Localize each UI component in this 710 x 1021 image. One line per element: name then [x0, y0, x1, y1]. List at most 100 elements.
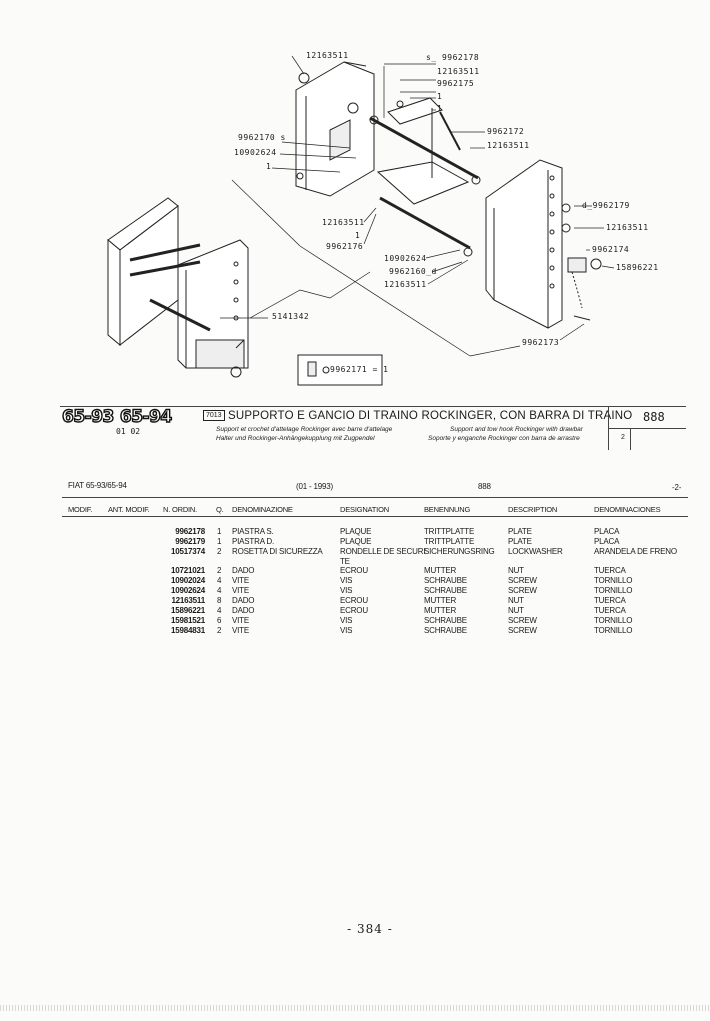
sheet-label: -2-: [672, 483, 682, 492]
name-fr: TE: [340, 557, 350, 566]
table-row: 15984831 2 VITE VIS SCHRAUBE SCREW TORNI…: [0, 626, 710, 636]
left-plate-illustration: [295, 61, 375, 197]
quantity: 4: [217, 606, 222, 615]
name-fr: PLAQUE: [340, 537, 372, 546]
callout-label: 9962170 s: [238, 133, 286, 142]
name-es: TUERCA: [594, 606, 626, 615]
name-en: PLATE: [508, 527, 532, 536]
subtitle-es: Soporte y enganche Rockinger con barra d…: [428, 435, 580, 442]
date-label: (01 - 1993): [296, 482, 333, 491]
quantity: 4: [217, 586, 222, 595]
name-de: SICHERUNGSRING: [424, 547, 495, 556]
callout-label: 1: [355, 231, 361, 240]
group-number: 888: [643, 410, 665, 424]
name-es: TORNILLO: [594, 576, 633, 585]
model-label: FIAT 65-93/65-94: [68, 481, 127, 490]
inset-kit-label: 9962171 = 1: [330, 365, 389, 374]
callout-label: 9962172: [487, 127, 525, 136]
name-en: PLATE: [508, 537, 532, 546]
callout-label: 10902624: [384, 254, 427, 263]
drawbar-bracket-illustration: [369, 97, 481, 257]
col-designation: DESIGNATION: [340, 505, 389, 514]
name-fr: VIS: [340, 616, 353, 625]
name-de: MUTTER: [424, 596, 457, 605]
quantity: 2: [217, 547, 222, 556]
name-en: NUT: [508, 596, 524, 605]
name-es: TUERCA: [594, 566, 626, 575]
callout-label: 12163511: [606, 223, 649, 232]
name-es: PLACA: [594, 537, 620, 546]
scan-artifact: [0, 1005, 710, 1011]
table-row: 15981521 6 VITE VIS SCHRAUBE SCREW TORNI…: [0, 616, 710, 626]
part-number: 10902624: [171, 586, 205, 595]
name-fr: ECROU: [340, 566, 368, 575]
subtitle-fr: Support et crochet d'attelage Rockinger …: [216, 426, 393, 433]
part-number: 9962179: [175, 537, 205, 546]
name-it: PIASTRA D.: [232, 537, 275, 546]
name-fr: RONDELLE DE SECURI: [340, 547, 426, 556]
part-number: 10517374: [171, 547, 205, 556]
name-it: VITE: [232, 576, 249, 585]
group-label: 888: [478, 482, 491, 491]
callout-label: 9962175: [437, 79, 475, 88]
col-benennung: BENENNUNG: [424, 505, 471, 514]
name-de: SCHRAUBE: [424, 576, 467, 585]
callout-label: 12163511: [322, 218, 365, 227]
col-q: Q.: [216, 505, 224, 514]
callout-label: 1: [437, 92, 443, 101]
quantity: 2: [217, 626, 222, 635]
quantity: 6: [217, 616, 222, 625]
name-de: TRITTPLATTE: [424, 527, 475, 536]
quantity: 8: [217, 596, 222, 605]
name-es: PLACA: [594, 527, 620, 536]
name-en: SCREW: [508, 576, 537, 585]
name-it: VITE: [232, 626, 249, 635]
callout-label: s_ 9962178: [426, 53, 480, 62]
meta-rule: [62, 497, 688, 498]
name-de: TRITTPLATTE: [424, 537, 475, 546]
callout-label: d_9962179: [582, 201, 630, 210]
quantity: 4: [217, 576, 222, 585]
name-es: TORNILLO: [594, 626, 633, 635]
callout-label: 10902624: [234, 148, 277, 157]
name-en: NUT: [508, 566, 524, 575]
col-ant-modif: ANT. MODIF.: [108, 505, 150, 514]
col-n-ordin: N. ORDIN.: [163, 505, 198, 514]
col-modif: MODIF.: [68, 505, 93, 514]
callout-label: 12163511: [487, 141, 530, 150]
name-it: DADO: [232, 606, 255, 615]
callout-label: 5141342: [272, 312, 310, 321]
part-number: 10721021: [171, 566, 205, 575]
name-fr: PLAQUE: [340, 527, 372, 536]
table-row: 10902024 4 VITE VIS SCHRAUBE SCREW TORNI…: [0, 576, 710, 586]
name-it: PIASTRA S.: [232, 527, 274, 536]
sheet-number: 2: [621, 434, 625, 441]
name-it: VITE: [232, 616, 249, 625]
name-en: LOCKWASHER: [508, 547, 563, 556]
part-number: 10902024: [171, 576, 205, 585]
header-divider: [630, 428, 631, 450]
header-top-rule: [60, 406, 686, 407]
group-code-box: 7013: [203, 410, 225, 421]
name-es: TORNILLO: [594, 616, 633, 625]
right-plate-illustration: [485, 159, 602, 329]
callout-label: 12163511: [306, 51, 349, 60]
name-fr: ECROU: [340, 606, 368, 615]
col-denominaciones: DENOMINACIONES: [594, 505, 661, 514]
name-it: DADO: [232, 596, 255, 605]
name-de: SCHRAUBE: [424, 616, 467, 625]
part-number: 15896221: [171, 606, 205, 615]
part-number: 15981521: [171, 616, 205, 625]
callout-label: 1: [437, 104, 443, 113]
name-fr: ECROU: [340, 596, 368, 605]
name-en: SCREW: [508, 626, 537, 635]
table-row: 10902624 4 VITE VIS SCHRAUBE SCREW TORNI…: [0, 586, 710, 596]
name-de: SCHRAUBE: [424, 626, 467, 635]
name-it: ROSETTA DI SICUREZZA: [232, 547, 323, 556]
callout-label: 9962160_d: [389, 267, 437, 276]
part-number: 9962178: [175, 527, 205, 536]
callout-label: 9962174: [592, 245, 630, 254]
table-row: 15896221 4 DADO ECROU MUTTER NUT TUERCA: [0, 606, 710, 616]
subtitle-en: Support and tow hook Rockinger with draw…: [450, 426, 583, 433]
